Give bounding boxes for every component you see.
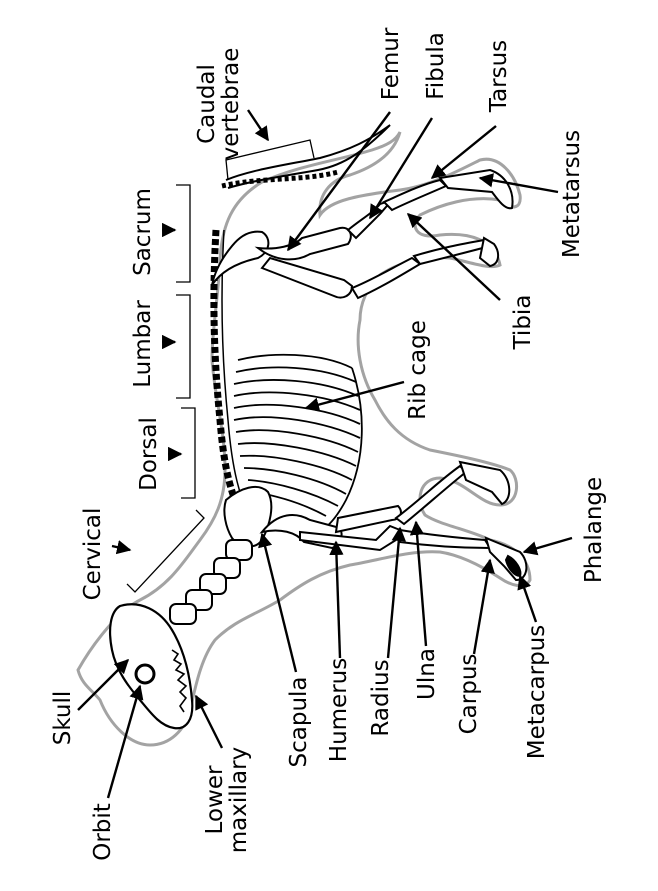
labels: Caudal vertebrae Femur Fibula Tarsus Met… — [50, 27, 607, 861]
brackets — [126, 139, 315, 593]
scapula — [223, 485, 273, 548]
label-metacarpus: Metacarpus — [524, 625, 550, 759]
label-fibula: Fibula — [423, 32, 449, 100]
label-phalange: Phalange — [581, 477, 607, 583]
label-radius: Radius — [368, 659, 394, 736]
label-humerus: Humerus — [326, 658, 352, 762]
label-scapula: Scapula — [286, 676, 312, 767]
body-outline — [76, 131, 532, 747]
label-cervical: Cervical — [80, 508, 106, 601]
rib-cage — [233, 353, 363, 531]
label-lower: Lower — [202, 765, 228, 834]
orbit-shape — [134, 663, 156, 685]
label-maxillary: maxillary — [226, 747, 252, 853]
label-tibia: Tibia — [510, 295, 536, 351]
label-femur: Femur — [378, 27, 404, 100]
label-carpus: Carpus — [456, 654, 482, 735]
hind-leg-lower — [260, 236, 500, 300]
label-sacrum: Sacrum — [130, 188, 156, 276]
label-skull: Skull — [50, 691, 76, 746]
arrows — [77, 109, 573, 799]
label-caudal-1: Caudal — [194, 64, 220, 144]
label-metatarsus: Metatarsus — [559, 130, 585, 258]
tail — [225, 124, 391, 189]
label-rib-cage: Rib cage — [405, 320, 431, 420]
label-orbit: Orbit — [90, 803, 116, 861]
front-leg-upper — [259, 460, 511, 550]
teeth — [171, 649, 188, 713]
label-ulna: Ulna — [414, 648, 440, 700]
label-dorsal: Dorsal — [136, 417, 162, 491]
label-caudal-2: vertebrae — [218, 48, 244, 161]
label-lumbar: Lumbar — [130, 300, 156, 388]
label-tarsus: Tarsus — [486, 40, 512, 113]
pelvis — [211, 230, 270, 286]
cervical-vertebrae — [169, 539, 253, 625]
